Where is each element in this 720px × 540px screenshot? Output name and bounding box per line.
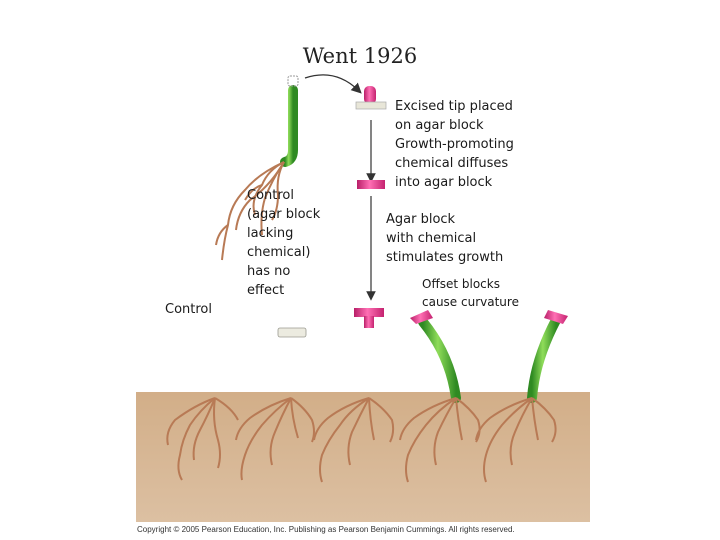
seedling-row bbox=[210, 308, 568, 403]
label-line: on agar block bbox=[395, 118, 484, 133]
seedling-offset-left bbox=[410, 310, 461, 403]
label-line: (agar block bbox=[247, 207, 321, 222]
label-line: has no bbox=[247, 264, 291, 279]
label-excised-tip: Excised tip placed on agar block Growth-… bbox=[395, 97, 514, 192]
agar-block-chemical bbox=[357, 180, 385, 189]
label-line: into agar block bbox=[395, 175, 493, 190]
excised-seedling bbox=[215, 75, 299, 261]
label-line: cause curvature bbox=[422, 295, 519, 309]
label-line: lacking bbox=[247, 226, 294, 241]
label-line: Control bbox=[247, 188, 294, 203]
roots bbox=[166, 397, 557, 483]
diagram-title: Went 1926 bbox=[302, 44, 418, 68]
label-line: with chemical bbox=[386, 231, 477, 246]
label-line: chemical diffuses bbox=[395, 156, 509, 171]
seedling-offset-right bbox=[527, 310, 568, 403]
seedling-plain-agar bbox=[277, 327, 307, 403]
label-offset-blocks: Offset blocks cause curvature bbox=[422, 275, 519, 311]
label-line: Offset blocks bbox=[422, 277, 500, 291]
label-line: Agar block bbox=[386, 212, 456, 227]
label-line: stimulates growth bbox=[386, 250, 504, 265]
tip-on-agar bbox=[355, 86, 387, 110]
soil-layer bbox=[136, 392, 590, 522]
label-agar-block: Agar block with chemical stimulates grow… bbox=[386, 210, 503, 267]
label-line: chemical) bbox=[247, 245, 311, 260]
label-line: effect bbox=[247, 283, 285, 298]
label-control: Control bbox=[165, 302, 212, 317]
label-line: Growth-promoting bbox=[395, 137, 514, 152]
label-control-agar: Control (agar block lacking chemical) ha… bbox=[247, 186, 320, 300]
seedling-chemical-agar bbox=[354, 308, 384, 403]
label-line: Excised tip placed bbox=[395, 99, 513, 114]
copyright-notice: Copyright © 2005 Pearson Education, Inc.… bbox=[137, 525, 515, 534]
